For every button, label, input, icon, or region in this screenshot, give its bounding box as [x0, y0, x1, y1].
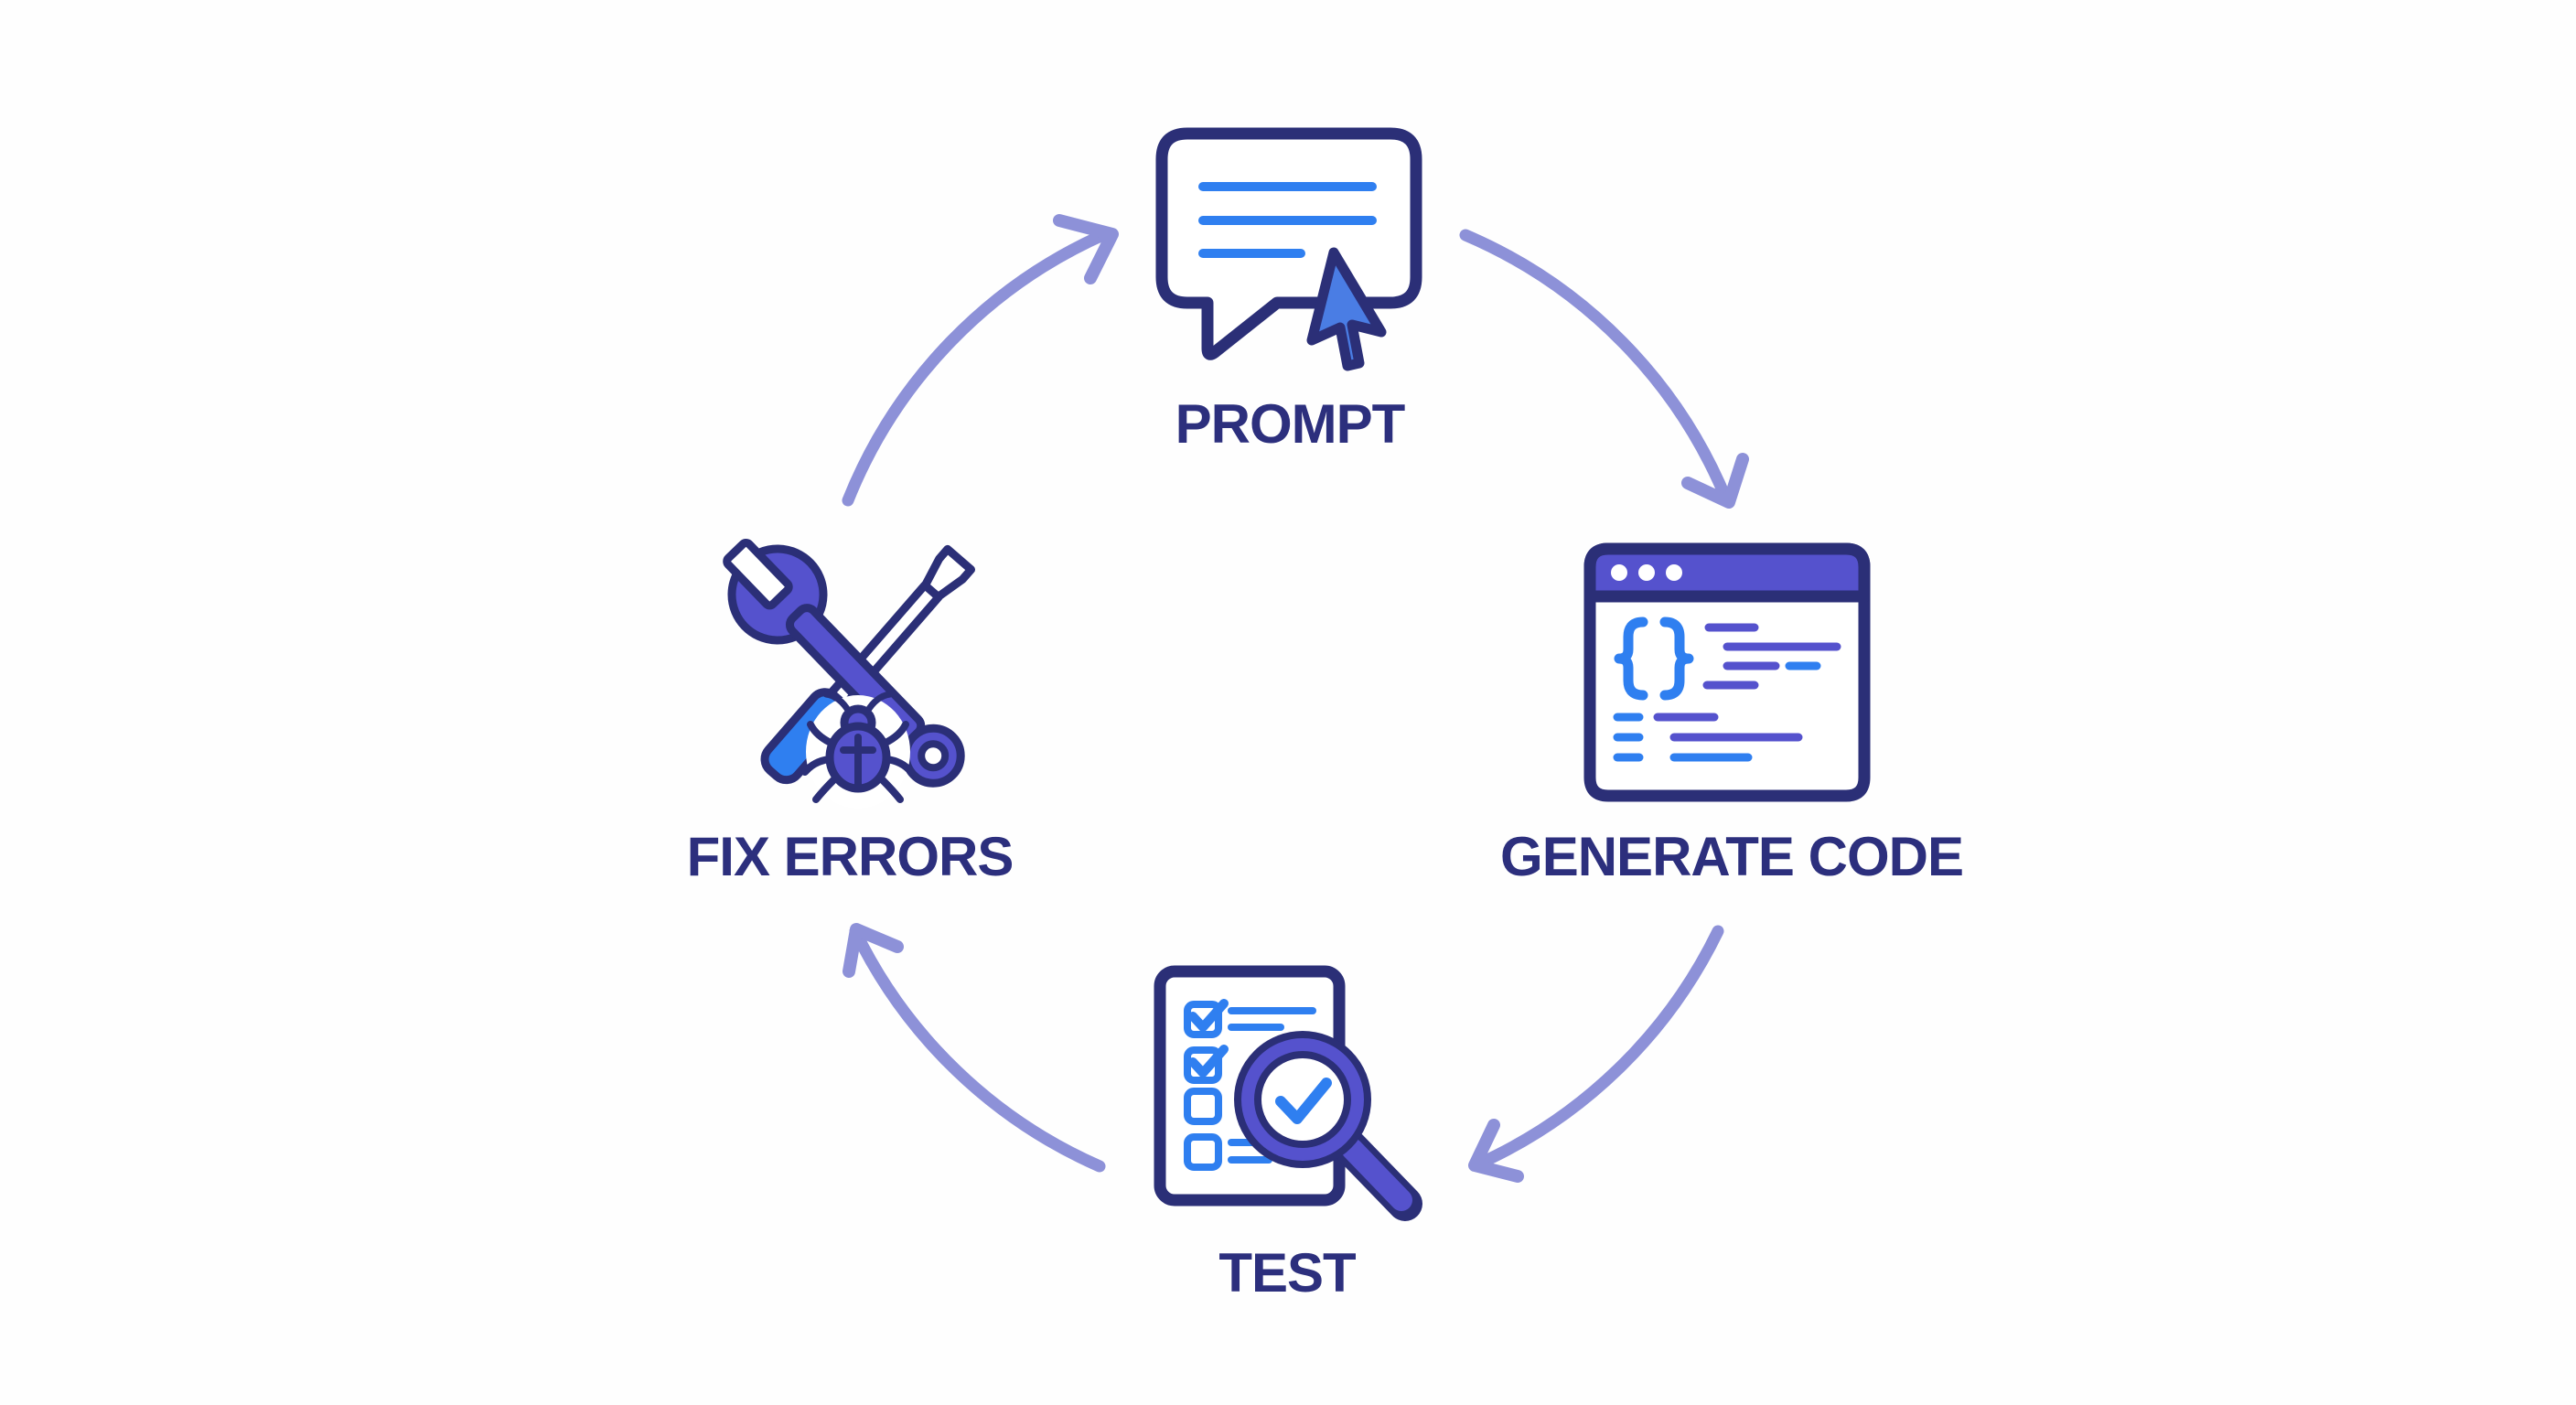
chat-bubble-cursor-icon — [1155, 127, 1422, 371]
code-window-icon — [1583, 542, 1871, 802]
magnifier-checkmark — [1275, 1078, 1332, 1124]
step-label-test: TEST — [1218, 1242, 1356, 1303]
window-title-bar — [1583, 542, 1871, 603]
bug — [801, 691, 915, 809]
curly-braces — [1614, 617, 1694, 701]
chat-text-lines — [1198, 182, 1377, 258]
code-lines — [1613, 623, 1841, 762]
magnifier — [1234, 1031, 1422, 1221]
step-label-fix-errors: FIX ERRORS — [686, 826, 1014, 887]
step-label-prompt: PROMPT — [1175, 393, 1406, 455]
arrow-fix-errors-to-prompt — [842, 214, 1119, 507]
arrow-generate-code-to-test — [1468, 925, 1724, 1183]
arrow-test-to-fix-errors — [843, 923, 1106, 1173]
step-label-generate-code: GENERATE CODE — [1500, 826, 1964, 887]
cursor-pointer — [1306, 247, 1387, 371]
checklist-magnifier-icon — [1154, 965, 1422, 1221]
wrench-screwdriver-bug-icon — [723, 538, 976, 809]
wrench-jaw-gap — [723, 538, 793, 610]
arrow-prompt-to-generate-code — [1459, 229, 1749, 509]
window-dots — [1611, 564, 1682, 581]
